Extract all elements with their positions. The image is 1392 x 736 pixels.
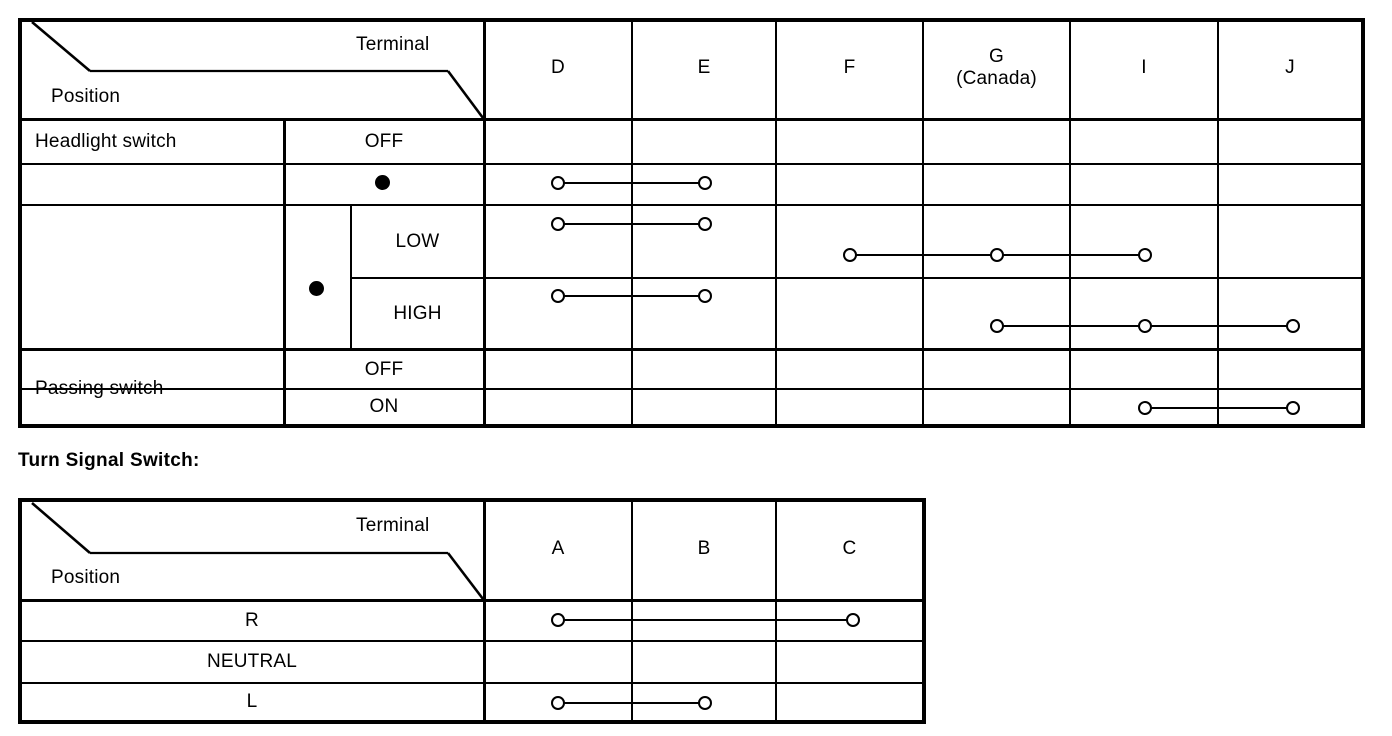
table2-row-rule-2 [18, 682, 926, 685]
table1-node-hl-low-E [698, 217, 712, 231]
table1-col-header-J: J [1285, 57, 1295, 79]
table2-header-rule [18, 599, 926, 602]
table1-position-marker-hl-dot [375, 175, 390, 190]
table1-col-header-D: D [551, 57, 565, 79]
headlight-switch-table: Terminal Position D E F G (Canada) I J H… [18, 18, 1365, 428]
table2-node-r-C [846, 613, 860, 627]
table1-node-hl-dot-E [698, 176, 712, 190]
table1-wire-ps-on-I-J [1145, 407, 1293, 410]
table1-group-col-rule [283, 118, 286, 428]
table2-wire-l-A-B [558, 702, 705, 705]
table2-wire-r-A-C [558, 619, 853, 622]
table2-node-l-B [698, 696, 712, 710]
table1-corner-diagonals [31, 21, 485, 119]
table1-col-header-F: F [843, 57, 856, 79]
table1-node-hl-low-D [551, 217, 565, 231]
table2-position-label: Position [51, 567, 121, 588]
table2-col-header-A: A [551, 537, 565, 559]
table1-node-ps-on-I [1138, 401, 1152, 415]
table1-node-hl-high-I [1138, 319, 1152, 333]
table1-header-rule [18, 118, 1365, 121]
table2-col-header-B: B [697, 537, 711, 559]
table2-position-label-l: L [246, 691, 258, 713]
table2-col-rule-B-C [775, 498, 777, 724]
table1-marker-col-rule [350, 204, 352, 348]
table1-node-hl-high-D [551, 289, 565, 303]
table2-data-col-rule [483, 498, 486, 724]
table1-node-hl-dot-D [551, 176, 565, 190]
table1-node-hl-high-E [698, 289, 712, 303]
table1-position-label-hl-high: HIGH [393, 302, 442, 324]
table1-row-rule-3 [350, 277, 1365, 279]
table2-border-top [18, 498, 926, 502]
table1-wire-hl-dot-D-E [558, 182, 705, 185]
table2-node-r-A [551, 613, 565, 627]
table1-node-hl-low-G [990, 248, 1004, 262]
table1-position-marker-hl-lowhigh [309, 281, 324, 296]
table1-border-bottom [18, 424, 1365, 428]
turn-signal-switch-heading: Turn Signal Switch: [18, 450, 200, 471]
table1-border-right [1361, 18, 1365, 428]
table1-border-left [18, 18, 22, 428]
table2-col-header-C: C [842, 537, 857, 559]
table1-position-label: Position [51, 86, 121, 107]
table2-border-left [18, 498, 22, 724]
table1-group-label-headlight: Headlight switch [35, 130, 177, 152]
table1-row-rule-1 [18, 163, 1365, 165]
table2-row-rule-1 [18, 640, 926, 643]
table2-position-label-neutral: NEUTRAL [206, 651, 298, 673]
table1-col-rule-G-I [1069, 18, 1071, 428]
table1-data-col-rule [483, 18, 486, 428]
table1-row-rule-5 [18, 388, 1365, 390]
table1-col-header-G: G (Canada) [956, 46, 1037, 89]
table1-position-label-ps-off: OFF [364, 358, 404, 380]
table1-node-hl-low-F [843, 248, 857, 262]
table1-terminal-label: Terminal [356, 34, 430, 55]
table1-row-rule-4 [18, 348, 1365, 351]
table1-group-label-passing: Passing switch [35, 377, 164, 399]
table1-position-label-hl-off: OFF [364, 130, 404, 152]
table2-corner-diagonals [31, 502, 485, 600]
table1-col-header-I: I [1141, 57, 1147, 79]
table1-col-header-E: E [697, 57, 711, 79]
table2-position-label-r: R [245, 609, 259, 631]
table1-node-hl-high-J [1286, 319, 1300, 333]
table1-col-rule-I-J [1217, 18, 1219, 428]
table2-col-rule-A-B [631, 498, 633, 724]
table2-node-l-A [551, 696, 565, 710]
table1-node-ps-on-J [1286, 401, 1300, 415]
table1-node-hl-low-I [1138, 248, 1152, 262]
table2-terminal-label: Terminal [356, 515, 430, 536]
table2-border-bottom [18, 720, 926, 724]
turn-signal-switch-table: Terminal Position A B C R NEUTRAL L [18, 498, 926, 724]
table1-col-rule-E-F [775, 18, 777, 428]
table1-row-rule-2 [18, 204, 1365, 206]
table1-col-rule-F-G [922, 18, 924, 428]
table1-position-label-ps-on: ON [369, 396, 399, 418]
table2-border-right [922, 498, 926, 724]
table1-node-hl-high-G [990, 319, 1004, 333]
table1-border-top [18, 18, 1365, 22]
table1-position-label-hl-low: LOW [395, 230, 440, 252]
table1-wire-hl-high-D-E [558, 295, 705, 298]
table1-wire-hl-low-D-E [558, 223, 705, 226]
